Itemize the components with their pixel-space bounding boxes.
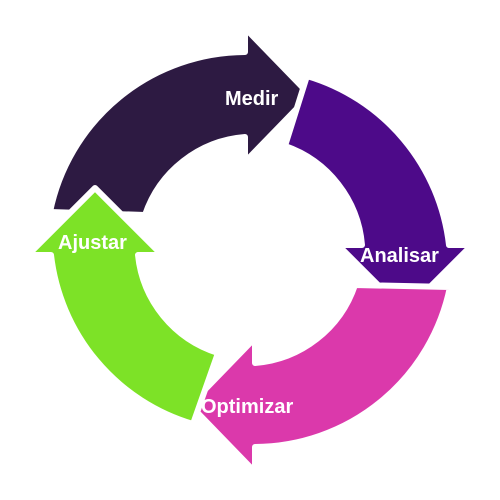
- step-medir-label: Medir: [225, 88, 279, 110]
- step-ajustar: Ajustar: [25, 185, 221, 427]
- step-analisar-label: Analisar: [360, 245, 439, 267]
- step-ajustar-label: Ajustar: [58, 232, 127, 254]
- step-analisar-arrow: [282, 73, 475, 315]
- step-optimizar: Optimizar: [187, 282, 453, 475]
- step-medir: Medir: [47, 25, 313, 218]
- step-optimizar-label: Optimizar: [201, 396, 293, 418]
- step-ajustar-arrow: [25, 185, 221, 427]
- step-analisar: Analisar: [282, 73, 475, 315]
- step-medir-arrow: [47, 25, 313, 218]
- step-optimizar-arrow: [187, 282, 453, 475]
